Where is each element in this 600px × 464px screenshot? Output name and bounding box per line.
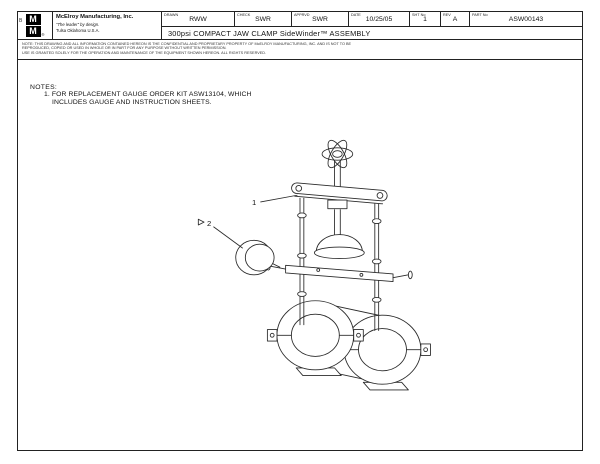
drawing-title: 300psi COMPACT JAW CLAMP SideWinder™ ASS… — [168, 29, 371, 38]
field-drawn-label: DRAWN — [164, 13, 179, 17]
approval-fields: DRAWN RWW CHECK SWR APPRVD SWR DATE 10/2… — [162, 12, 582, 27]
callout-2 — [197, 218, 243, 249]
company-location: Tulsa Oklahoma U.S.A. — [56, 28, 100, 33]
field-apprvd-value: SWR — [312, 16, 328, 23]
screw-nut-block — [327, 199, 348, 210]
notes-heading: NOTES: — [30, 84, 58, 91]
fine-print-line-1: NOTE: THIS DRAWING AND ALL INFORMATION C… — [22, 42, 352, 51]
proprietary-notice: NOTE: THIS DRAWING AND ALL INFORMATION C… — [18, 40, 582, 60]
drawing-area: NOTES: 1. FOR REPLACEMENT GAUGE ORDER KI… — [18, 60, 582, 436]
field-check-value: SWR — [255, 16, 271, 23]
callout-2-label: 2 — [207, 219, 211, 228]
field-apprvd: APPRVD SWR — [292, 12, 349, 26]
field-revision-value: A — [452, 16, 458, 23]
field-part-label: PART No — [472, 13, 488, 17]
field-sheet-number: SHT No 1 — [410, 12, 441, 26]
field-date-label: DATE — [351, 13, 361, 17]
field-revision: REV A — [441, 12, 470, 26]
guide-rods — [297, 197, 382, 331]
mcelroy-logo-icon: M M — [25, 13, 41, 38]
logo-m-bottom: M — [25, 25, 41, 37]
field-date: DATE 10/25/05 — [349, 12, 410, 26]
company-tagline: "The leader" by design. — [56, 21, 100, 27]
field-part-number: PART No ASW00143 — [470, 12, 582, 26]
company-info: McElroy Manufacturing, Inc. "The leader"… — [53, 12, 162, 39]
company-logo: M M ® — [18, 12, 53, 39]
front-jaw-clamp — [266, 300, 364, 377]
field-check-label: CHECK — [237, 13, 251, 17]
assembly-drawing: 1 2 — [197, 139, 431, 391]
logo-m-top: M — [25, 13, 41, 25]
fine-print-line-2: USE IS GRANTED SOLELY FOR THE OPERATION … — [22, 50, 267, 55]
cylinder-dome — [313, 234, 365, 259]
company-name: McElroy Manufacturing, Inc. — [56, 14, 134, 20]
title-block: M M ® McElroy Manufacturing, Inc. "The l… — [18, 12, 582, 40]
gauge-part — [235, 239, 281, 276]
field-apprvd-label: APPRVD — [294, 13, 310, 17]
field-check: CHECK SWR — [235, 12, 292, 26]
title-block-right: DRAWN RWW CHECK SWR APPRVD SWR DATE 10/2… — [162, 12, 582, 39]
carriage-plate — [265, 261, 413, 283]
field-drawn-value: RWW — [189, 16, 207, 23]
sheet-border: B M M ® McElroy Manufacturing, Inc. "The… — [17, 11, 583, 451]
field-revision-label: REV — [443, 13, 451, 17]
field-drawn: DRAWN RWW — [162, 12, 235, 26]
notes-item-1: 1. FOR REPLACEMENT GAUGE ORDER KIT ASW13… — [44, 91, 252, 106]
registered-mark: ® — [41, 32, 45, 37]
field-sheet-label: SHT No — [412, 13, 426, 17]
callout-1 — [260, 194, 298, 203]
notes-block: NOTES: 1. FOR REPLACEMENT GAUGE ORDER KI… — [30, 84, 256, 107]
field-part-value: ASW00143 — [508, 16, 544, 23]
zone-label: B — [19, 18, 23, 24]
callout-1-label: 1 — [252, 198, 256, 207]
star-knob — [321, 139, 354, 169]
field-sheet-value: 1 — [423, 16, 427, 23]
lead-screw — [334, 159, 341, 236]
field-date-value: 10/25/05 — [365, 16, 393, 23]
